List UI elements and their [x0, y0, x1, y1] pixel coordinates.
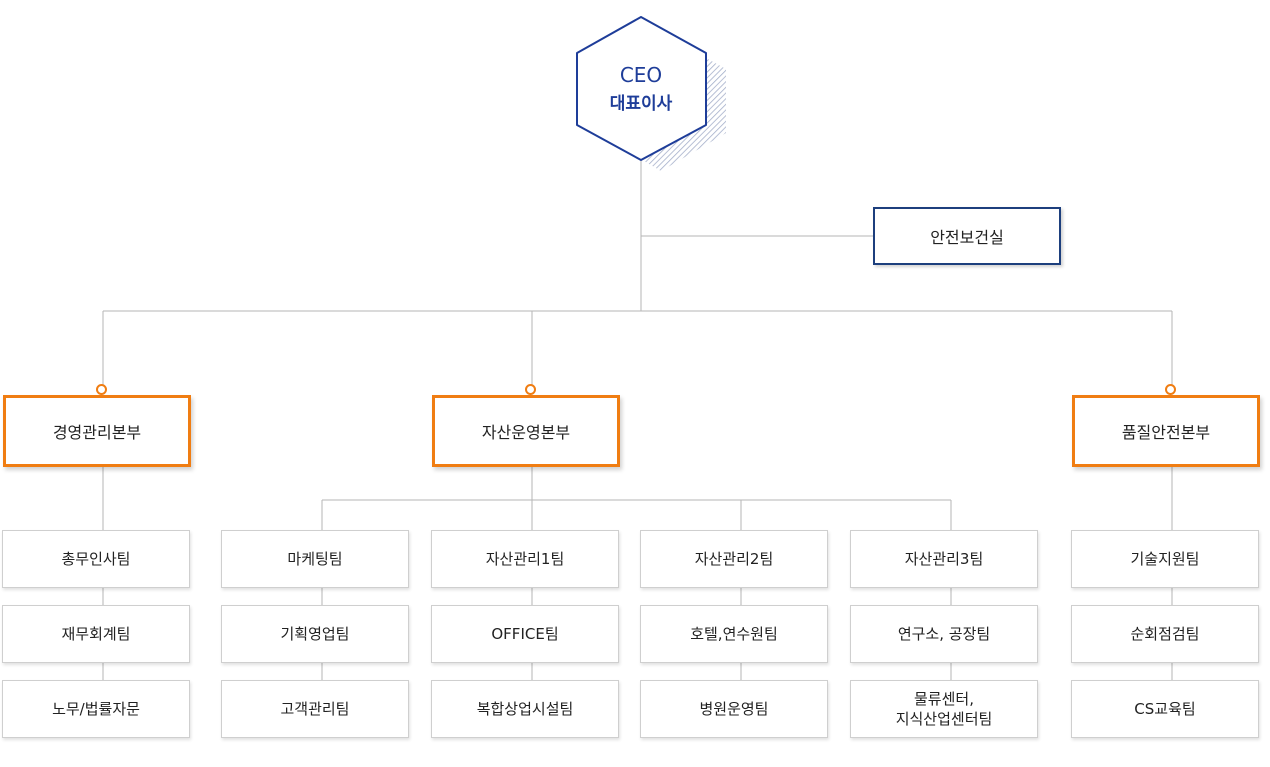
team-box: 총무인사팀: [2, 530, 190, 588]
team-box: 호텔,연수원팀: [640, 605, 828, 663]
team-box: 순회점검팀: [1071, 605, 1259, 663]
team-box: 재무회계팀: [2, 605, 190, 663]
team-box: 복합상업시설팀: [431, 680, 619, 738]
team-box: 기획영업팀: [221, 605, 409, 663]
division-connector-dot: [525, 384, 536, 395]
team-box: 병원운영팀: [640, 680, 828, 738]
team-box: 연구소, 공장팀: [850, 605, 1038, 663]
team-box: CS교육팀: [1071, 680, 1259, 738]
safety-office-box: 안전보건실: [873, 207, 1061, 265]
division-connector-dot: [96, 384, 107, 395]
ceo-hexagon: [576, 16, 726, 171]
team-box: 기술지원팀: [1071, 530, 1259, 588]
division-management: 경영관리본부: [3, 395, 191, 467]
team-box: 노무/법률자문: [2, 680, 190, 738]
team-box: 고객관리팀: [221, 680, 409, 738]
division-quality-safety: 품질안전본부: [1072, 395, 1260, 467]
ceo-title-ko: 대표이사: [609, 93, 673, 114]
team-box: 마케팅팀: [221, 530, 409, 588]
team-box: 자산관리3팀: [850, 530, 1038, 588]
division-asset-operation: 자산운영본부: [432, 395, 620, 467]
team-box: 자산관리2팀: [640, 530, 828, 588]
division-connector-dot: [1165, 384, 1176, 395]
team-box: 자산관리1팀: [431, 530, 619, 588]
team-box: OFFICE팀: [431, 605, 619, 663]
ceo-title-en: CEO: [619, 62, 663, 87]
team-box: 물류센터, 지식산업센터팀: [850, 680, 1038, 738]
ceo-node: CEO 대표이사: [576, 16, 706, 161]
